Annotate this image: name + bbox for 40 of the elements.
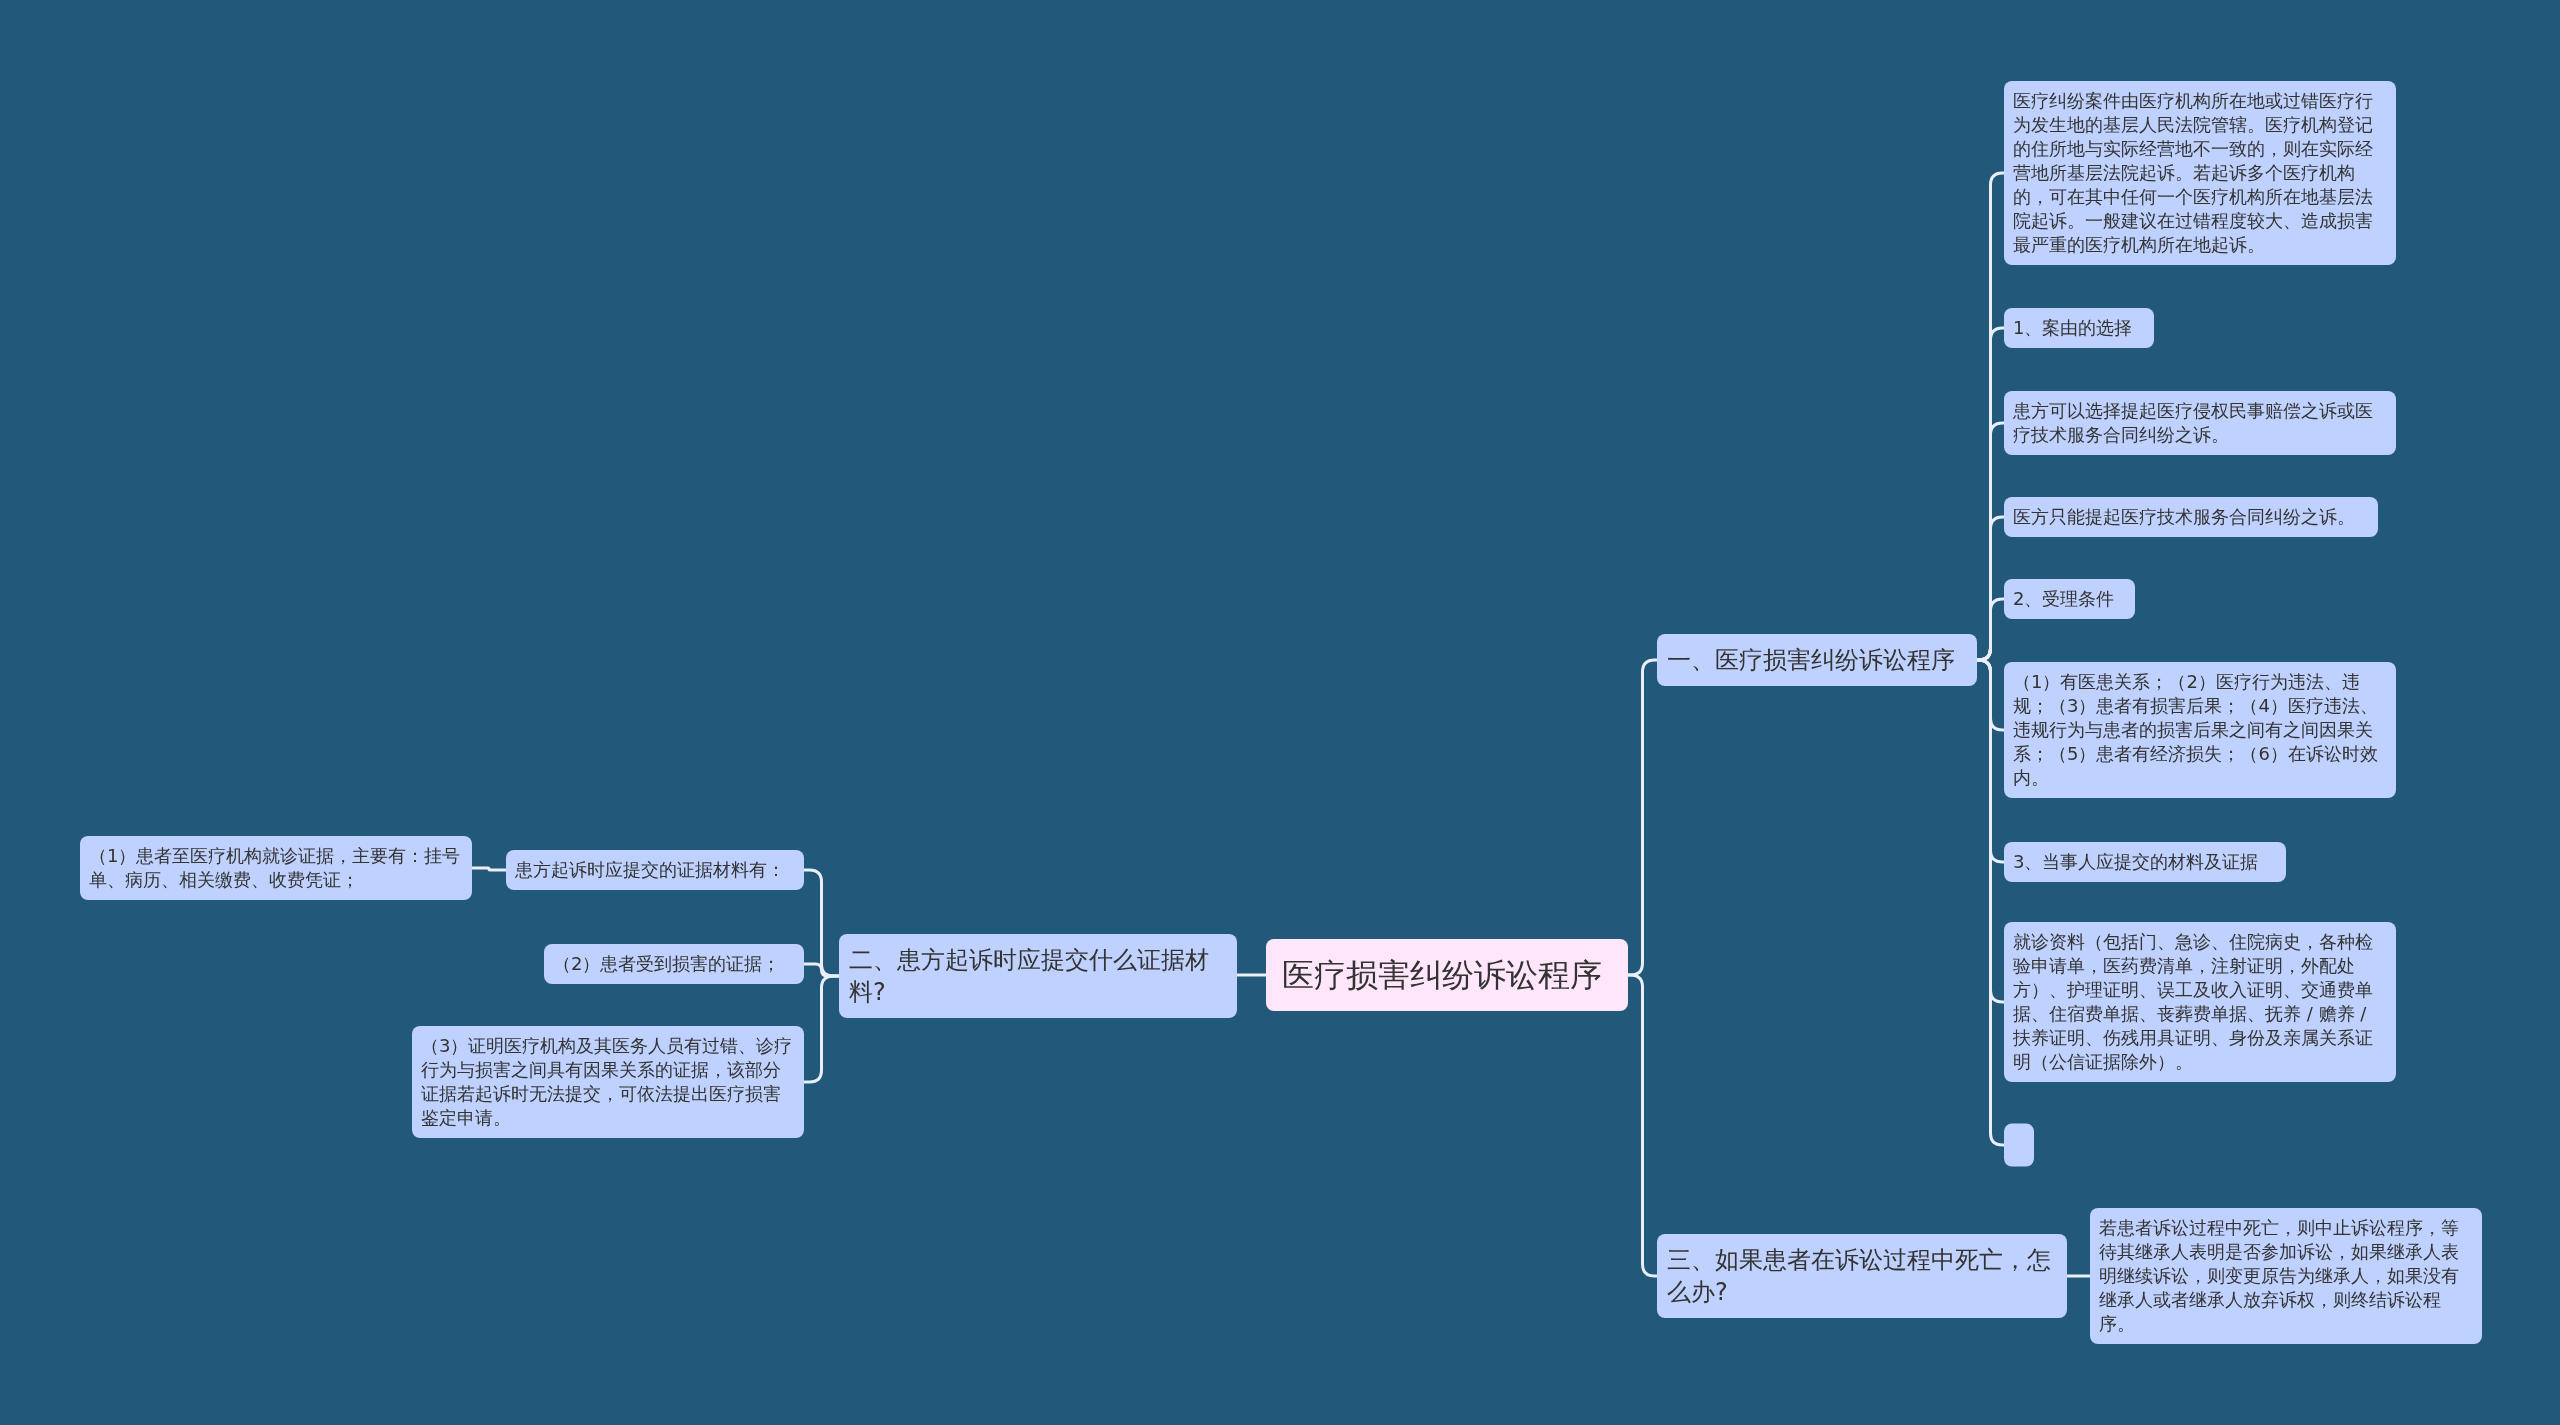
topic-text: 医疗纠纷案件由医疗机构所在地或过错医疗行为发生地的基层人民法院管辖。医疗机构登记的住所地与实际经营地不一致的，则在实际经营地所基层法院起诉。若起诉多个医疗机构的，可在其中任何一个医疗机构所在地基层法院起诉。一般建议在过错程度较大、造成损害最严重的医疗机构所在地起诉。	[2013, 89, 2374, 257]
connector-line	[470, 866, 508, 872]
subtopic-box	[2004, 308, 2154, 348]
branch-topic-box	[839, 934, 1237, 1018]
branch-topic-box	[1657, 1234, 2067, 1318]
topic-text: 患方起诉时应提交的证据材料有：	[515, 858, 786, 882]
root-topic-box	[1266, 939, 1628, 1011]
subtopic-box	[2004, 579, 2135, 619]
connector-line	[2065, 1274, 2092, 1278]
topic-text: 医疗损害纠纷诉讼程序	[1282, 955, 1603, 996]
subtopic-box	[2004, 391, 2396, 455]
topic-text: 三、如果患者在诉讼过程中死亡，怎么办?	[1667, 1245, 2052, 1308]
subtopic-box	[2004, 497, 2378, 537]
topic-text: 二、患方起诉时应提交什么证据材料?	[849, 945, 1210, 1008]
subtopic-box	[544, 944, 804, 984]
topic-text: 2、受理条件	[2013, 587, 2116, 611]
subtopic-box	[2004, 842, 2286, 882]
topic-text: 3、当事人应提交的材料及证据	[2013, 850, 2260, 874]
subtopic-box	[2004, 662, 2396, 798]
topic-text: 医方只能提起医疗技术服务合同纠纷之诉。	[2013, 505, 2356, 529]
subtopic-box	[412, 1026, 804, 1138]
topic-text: （1）患者至医疗机构就诊证据，主要有：挂号单、病历、相关缴费、收费凭证；	[89, 844, 462, 892]
topic-text: 1、案由的选择	[2013, 316, 2134, 340]
topic-text: 若患者诉讼过程中死亡，则中止诉讼程序，等待其继承人表明是否参加诉讼，如果继承人表明继续诉讼，则变更原告为继承人，如果没有继承人或者继承人放弃诉权，则终结诉讼程序。	[2099, 1216, 2460, 1336]
subtopic-box	[80, 836, 472, 900]
connector-line	[802, 974, 841, 1084]
subtopic-box	[2090, 1208, 2482, 1344]
topic-text: 患方可以选择提起医疗侵权民事赔偿之诉或医疗技术服务合同纠纷之诉。	[2013, 399, 2374, 447]
empty-topic-box	[2004, 1123, 2034, 1167]
topic-text: 一、医疗损害纠纷诉讼程序	[1667, 645, 1956, 676]
branch-topic-box	[1657, 634, 1977, 686]
subtopic-box	[2004, 922, 2396, 1082]
subtopic-box	[506, 850, 804, 890]
topic-text: 就诊资料（包括门、急诊、住院病史，各种检验申请单，医药费清单，注射证明，外配处方）、护理证明、误工及收入证明、交通费单据、住宿费单据、丧葬费单据、抚养 / 赡养 / 扶养证明、伤残用具证明、身份及亲属关系证明（公信证据除外）。	[2013, 930, 2374, 1074]
connector-line	[1235, 973, 1268, 977]
topic-text: （1）有医患关系；（2）医疗行为违法、违规；（3）患者有损害后果；（4）医疗违法、违规行为与患者的损害后果之间有之间因果关系；（5）患者有经济损失；（6）在诉讼时效内。	[2013, 670, 2379, 790]
topic-text: （2）患者受到损害的证据；	[553, 952, 782, 976]
connector-line	[1626, 973, 1659, 1278]
subtopic-box	[2004, 81, 2396, 265]
topic-text: （3）证明医疗机构及其医务人员有过错、诊疗行为与损害之间具有因果关系的证据，该部分证据若起诉时无法提交，可依法提出医疗损害鉴定申请。	[421, 1034, 794, 1130]
